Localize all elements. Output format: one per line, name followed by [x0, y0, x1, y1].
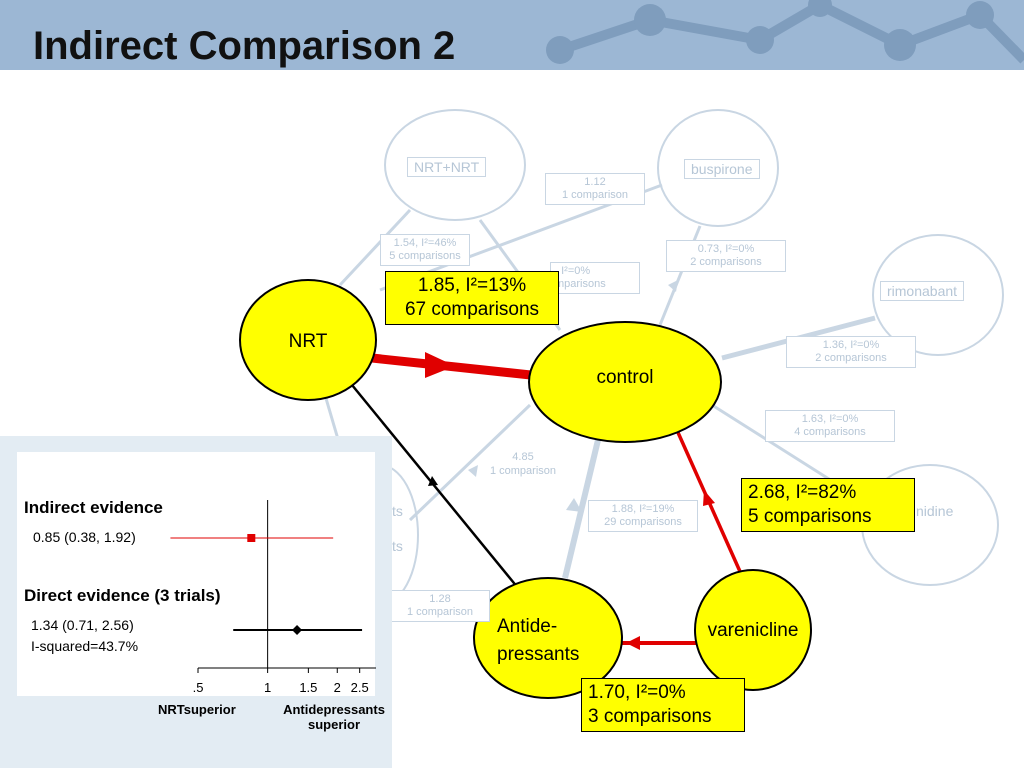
node-antidepressants	[473, 577, 623, 699]
bg-node-rimonabant	[872, 234, 1004, 356]
header-band	[0, 0, 1024, 70]
right-axis-label-line1: Antidepressants	[283, 702, 385, 717]
bg-edge-label-7-line1: 4.85	[512, 451, 534, 463]
direct-heading: Direct evidence (3 trials)	[24, 586, 221, 605]
callout-varenicline-antidepressants: 1.70, I²=0% 3 comparisons	[581, 678, 745, 732]
node-label-varenicline: varenicline	[707, 620, 799, 641]
bg-edge-label-9-line2: 1 comparison	[406, 606, 474, 618]
bg-edge-label-2-line1: 1.54, I²=46%	[393, 237, 457, 249]
slide-title: Indirect Comparison 2	[33, 24, 456, 68]
node-nrt	[239, 279, 377, 401]
bg-edge-label-8-line1: 1.88, I²=19%	[611, 503, 675, 515]
bg-edge-label-4-line2: mparisons	[555, 278, 606, 290]
bg-edge-label-3-line1: 0.73, I²=0%	[697, 243, 755, 255]
bg-edge-label-2-line2: 5 comparisons	[389, 250, 461, 262]
bg-edge-label-7: 4.85 1 comparison	[478, 450, 568, 478]
bg-edge-label-1-line1: 1.12	[584, 176, 606, 188]
bg-edge-label-2: 1.54, I²=46% 5 comparisons	[380, 234, 470, 266]
callout-nrt-control-line1: 1.85, I²=13%	[417, 275, 527, 296]
edge-nrt-control-arrow	[425, 352, 455, 378]
direct-estimate: 1.34 (0.71, 2.56)	[31, 617, 134, 633]
forest-plot-canvas	[17, 452, 375, 696]
callout-varenicline-control-line1: 2.68, I²=82%	[748, 482, 857, 503]
bg-node-label-nrt-nrt: NRT+NRT	[407, 157, 487, 177]
node-label-antidepressants-2: pressants	[497, 644, 580, 665]
bg-node-label-rimonabant: rimonabant	[880, 281, 965, 301]
node-control	[528, 321, 722, 443]
bg-edge-label-6: 1.63, I²=0% 4 comparisons	[765, 410, 895, 442]
bg-node-buspirone	[657, 109, 779, 227]
callout-varenicline-control: 2.68, I²=82% 5 comparisons	[741, 478, 915, 532]
bg-edge-control-left	[408, 403, 532, 522]
bg-edge-label-8: 1.88, I²=19% 29 comparisons	[588, 500, 698, 532]
callout-varenicline-antidepressants-line1: 1.70, I²=0%	[588, 682, 686, 703]
callout-varenicline-antidepressants-line2: 3 comparisons	[588, 706, 712, 727]
bg-edge-control-antidepressants	[562, 439, 601, 579]
callout-nrt-control: 1.85, I²=13% 67 comparisons	[385, 271, 559, 325]
bg-edge-label-5-line2: 2 comparisons	[815, 352, 887, 364]
indirect-heading: Indirect evidence	[24, 498, 163, 517]
bg-edge-label-7-line2: 1 comparison	[489, 465, 557, 477]
right-axis-label-line2: superior	[307, 717, 360, 732]
bg-edge-label-4-line1: . I²=0%	[555, 265, 591, 277]
molecule-decoration	[546, 0, 1024, 64]
bg-edge-label-9-line1: 1.28	[429, 593, 451, 605]
left-axis-label: NRTsuperior	[158, 702, 236, 717]
edge-varenicline-antidepressants-arrow	[626, 636, 640, 650]
callout-varenicline-control-line2: 5 comparisons	[748, 506, 872, 527]
bg-node-label-left-1: ts	[392, 503, 403, 519]
edge-varenicline-control-arrow	[703, 490, 715, 506]
edge-nrt-control	[371, 353, 541, 381]
bg-edge-label-3: 0.73, I²=0% 2 comparisons	[666, 240, 786, 272]
bg-edge-nrtnrt-nrt	[338, 208, 412, 287]
edge-nrt-antidepressants-arrow	[428, 476, 438, 486]
bg-node-label-left-2: ts	[392, 538, 403, 554]
bg-node-label-nicotine: nidine	[916, 503, 954, 519]
node-label-antidepressants-1: Antide-	[497, 616, 558, 637]
right-axis-label: Antidepressants superior	[274, 702, 394, 732]
bg-edge-label-1: 1.12 1 comparison	[545, 173, 645, 205]
indirect-estimate: 0.85 (0.38, 1.92)	[33, 529, 136, 545]
bg-edge-label-9: 1.28 1 comparison	[390, 590, 490, 622]
node-varenicline	[694, 569, 812, 691]
bg-edge-label-1-line2: 1 comparison	[561, 189, 629, 201]
node-label-control: control	[596, 367, 654, 388]
bg-edge-label-6-line1: 1.63, I²=0%	[801, 413, 859, 425]
bg-edge-label-5-line1: 1.36, I²=0%	[822, 339, 880, 351]
bg-edge-label-5: 1.36, I²=0% 2 comparisons	[786, 336, 916, 368]
callout-nrt-control-line2: 67 comparisons	[404, 299, 540, 320]
bg-node-nrt-nrt	[384, 109, 526, 221]
bg-edge-label-8-line2: 29 comparisons	[604, 516, 682, 528]
bg-edge-label-6-line2: 4 comparisons	[794, 426, 866, 438]
direct-isquared: I-squared=43.7%	[31, 638, 139, 654]
edge-nrt-antidepressants	[351, 384, 519, 589]
node-label-nrt: NRT	[288, 331, 328, 352]
bg-edge-label-4: . I²=0% mparisons	[550, 262, 640, 294]
bg-edge-label-3-line2: 2 comparisons	[690, 256, 762, 268]
bg-node-label-buspirone: buspirone	[684, 159, 760, 179]
